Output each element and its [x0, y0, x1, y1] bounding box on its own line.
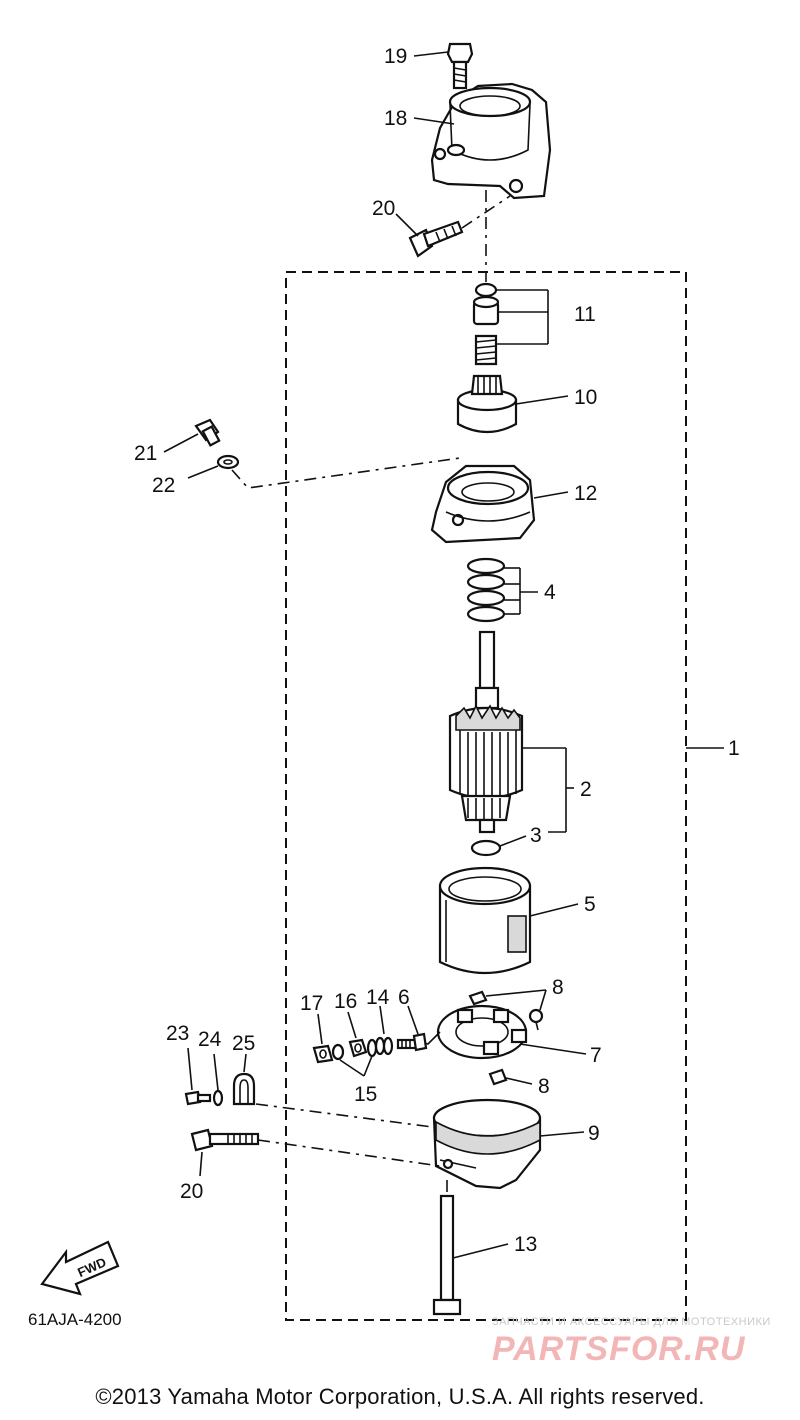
- part-20-lower-bolt: [190, 1128, 260, 1152]
- label-12: 12: [574, 482, 597, 505]
- dash-20b: [257, 1139, 441, 1167]
- part-15-washers: [331, 1038, 378, 1061]
- leader-18: [413, 117, 455, 125]
- leader-21: [163, 433, 199, 453]
- leader-17: [317, 1013, 323, 1045]
- leader-19: [413, 51, 449, 57]
- part-21-screw: [194, 418, 221, 447]
- leader-11: [496, 289, 549, 345]
- leader-3: [499, 835, 527, 847]
- label-6: 6: [398, 986, 410, 1009]
- dash-23-25: [255, 1103, 441, 1129]
- label-14: 14: [366, 986, 390, 1009]
- part-5-yoke: [438, 866, 532, 975]
- leader-16: [347, 1011, 357, 1039]
- watermark-tagline: ЗАПЧАСТИ И АКСЕССУАРЫ ДЛЯ МОТОТЕХНИКИ: [492, 1316, 771, 1328]
- leader-23: [187, 1047, 193, 1091]
- part-4-washers: [466, 557, 506, 623]
- leader-8a: [485, 989, 547, 1011]
- label-8-lower: 8: [538, 1075, 550, 1098]
- label-24: 24: [198, 1028, 222, 1051]
- label-9: 9: [588, 1122, 600, 1145]
- leader-6: [407, 1005, 419, 1035]
- leader-20b: [199, 1151, 203, 1177]
- leader-22: [187, 465, 219, 479]
- copyright-notice: ©2013 Yamaha Motor Corporation, U.S.A. A…: [95, 1384, 705, 1409]
- leader-20a: [395, 213, 419, 237]
- leader-13: [452, 1243, 509, 1259]
- leader-15: [339, 1055, 373, 1077]
- label-18: 18: [384, 107, 407, 130]
- leader-2: [522, 747, 574, 833]
- label-23: 23: [166, 1022, 189, 1045]
- label-2: 2: [580, 778, 592, 801]
- diagram-code: 61AJA-4200: [28, 1310, 122, 1329]
- leader-7: [519, 1043, 587, 1055]
- label-13: 13: [514, 1233, 537, 1256]
- leader-9: [539, 1131, 585, 1137]
- part-23-screw: [184, 1090, 212, 1106]
- label-21: 21: [134, 442, 157, 465]
- part-16-nut: [348, 1038, 368, 1058]
- part-10-pinion-gear: [456, 374, 518, 434]
- leader-24: [213, 1053, 219, 1091]
- part-14-washer: [374, 1036, 394, 1056]
- leader-4: [504, 567, 538, 615]
- label-4: 4: [544, 581, 556, 604]
- dash-21-22: [231, 457, 461, 489]
- part-8-upper-screws: [468, 990, 544, 1031]
- part-25-clamp: [232, 1072, 256, 1106]
- part-7-brush-holder: [419, 1004, 528, 1060]
- label-7: 7: [590, 1044, 602, 1067]
- leader-12: [533, 491, 569, 499]
- part-24-washer: [212, 1089, 224, 1107]
- label-19: 19: [384, 45, 407, 68]
- label-1: 1: [728, 737, 740, 760]
- leader-25: [243, 1053, 247, 1073]
- label-8-upper: 8: [552, 976, 564, 999]
- part-11-clip-collar-spring: [472, 282, 500, 366]
- part-19-bolt: [446, 42, 474, 90]
- leader-8b: [505, 1077, 533, 1085]
- part-12-front-cover: [430, 464, 536, 544]
- label-17: 17: [300, 992, 323, 1015]
- part-9-rear-cover: [432, 1098, 542, 1190]
- part-18-bracket: [430, 82, 552, 200]
- label-20-upper: 20: [372, 197, 395, 220]
- part-17-nut: [312, 1044, 334, 1064]
- part-20-upper-bolt: [408, 220, 464, 258]
- label-25: 25: [232, 1032, 255, 1055]
- label-20-lower: 20: [180, 1180, 203, 1203]
- part-6-terminal-bolt: [396, 1032, 428, 1052]
- label-22: 22: [152, 474, 175, 497]
- fwd-arrow-icon: FWD: [40, 1240, 120, 1296]
- label-3: 3: [530, 824, 542, 847]
- dash-20a: [461, 195, 511, 229]
- part-8-lower-screw: [488, 1068, 508, 1086]
- part-3-washer: [470, 839, 502, 857]
- part-22-washer: [216, 454, 240, 470]
- leader-5: [529, 903, 579, 917]
- watermark-brand-logo: PARTSFOR.RU: [492, 1330, 746, 1368]
- label-11: 11: [574, 303, 596, 326]
- part-2-armature: [448, 630, 524, 834]
- label-16: 16: [334, 990, 357, 1013]
- leader-10: [515, 395, 569, 405]
- label-15: 15: [354, 1083, 377, 1106]
- leader-14: [379, 1005, 385, 1035]
- label-10: 10: [574, 386, 597, 409]
- part-13-through-bolt: [432, 1194, 462, 1316]
- label-5: 5: [584, 893, 596, 916]
